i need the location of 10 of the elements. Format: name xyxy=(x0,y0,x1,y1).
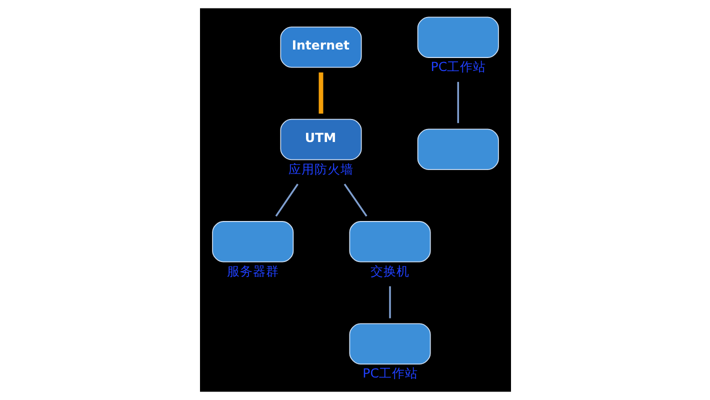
node-label: PC工作站 xyxy=(430,59,486,74)
connector xyxy=(274,184,298,217)
connector xyxy=(343,184,367,217)
node-label: 应用防火墙 xyxy=(288,161,354,176)
node-label: PC工作站 xyxy=(362,366,418,381)
connector xyxy=(456,82,459,124)
node-label: 交换机 xyxy=(370,263,410,278)
connector xyxy=(318,72,323,114)
connector xyxy=(388,286,390,318)
node-label: 服务器群 xyxy=(226,263,278,278)
